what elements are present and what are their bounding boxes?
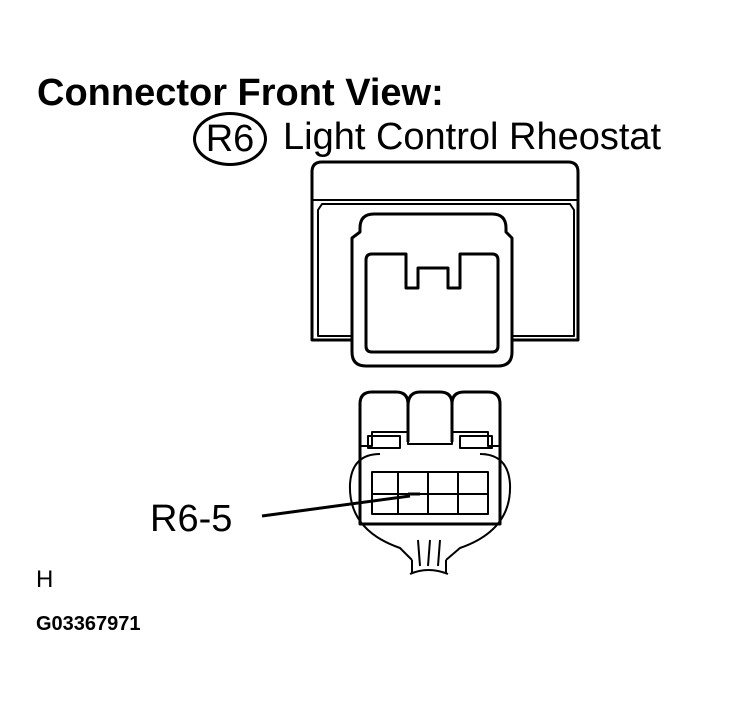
terminal-cavity-dividers [372,472,488,514]
letter-code: H [36,566,54,593]
harness-connector-right-boss [459,435,493,449]
harness-connector-lock-right [450,390,502,442]
rheostat-housing-inner [317,203,575,337]
harness-connector-lock-center [406,390,454,407]
wire-loop-right [445,453,512,561]
wire-loop-left [348,453,413,561]
harness-connector-body [358,404,502,526]
figure-code: G03367971 [36,613,141,635]
harness-connector-shoulder [360,431,500,447]
connector-name: Light Control Rheostat [283,116,662,158]
connector-id-circle: R6 [193,112,267,166]
rheostat-plug-outer [350,212,514,368]
pin-callout-label: R6-5 [150,498,233,540]
rheostat-housing-outer [310,160,580,342]
rheostat-plug-inner [364,252,500,354]
wire-bundle [411,539,447,574]
harness-connector-left-boss [367,435,401,449]
harness-connector-lock-left [358,390,410,442]
wire-bundle-tail [409,569,449,575]
diagram-heading: Connector Front View: [37,72,444,114]
pin-5-leader-line [261,494,411,518]
